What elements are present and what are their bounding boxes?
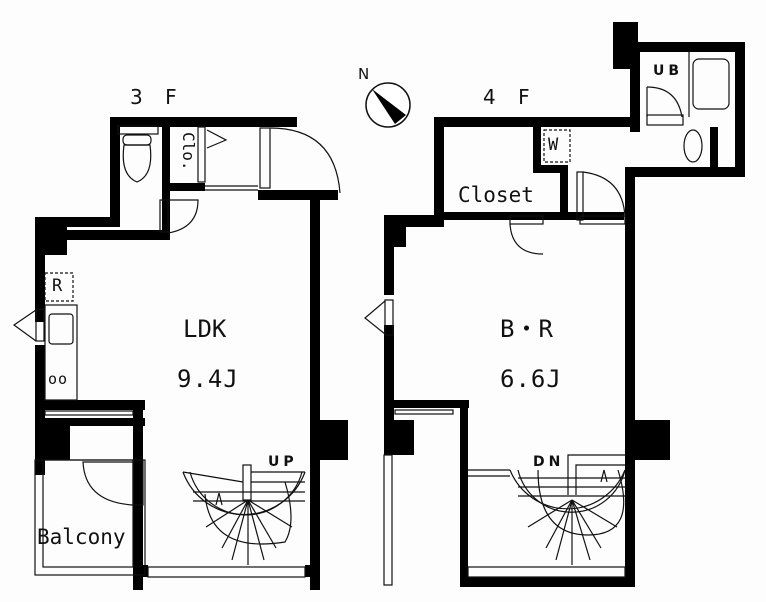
floor-label-3f: 3 F xyxy=(130,85,185,109)
compass-icon xyxy=(365,82,411,128)
fixtures-4f xyxy=(364,52,730,586)
room-area-br: 6.6J xyxy=(500,365,562,393)
closet-label-4f: Closet xyxy=(458,183,534,207)
washer-label: W xyxy=(548,135,559,155)
floor-label-4f: 4 F xyxy=(483,85,538,109)
fridge-label: R xyxy=(52,276,63,296)
bath-label: UB xyxy=(653,63,684,79)
walls-4f xyxy=(384,22,745,587)
closet-label-3f: Clo. xyxy=(179,132,198,171)
room-name-br: B・R xyxy=(500,315,553,343)
stair-up-label: UP xyxy=(268,454,298,470)
balcony-label: Balcony xyxy=(37,525,126,549)
stove-burners: oo xyxy=(48,370,69,388)
fixtures-3f xyxy=(12,125,341,578)
room-name-ldk: LDK xyxy=(183,315,227,343)
compass-north-label: N xyxy=(358,65,370,83)
room-area-ldk: 9.4J xyxy=(177,365,239,393)
stair-down-label: DN xyxy=(533,454,565,470)
walls-3f xyxy=(35,117,348,590)
